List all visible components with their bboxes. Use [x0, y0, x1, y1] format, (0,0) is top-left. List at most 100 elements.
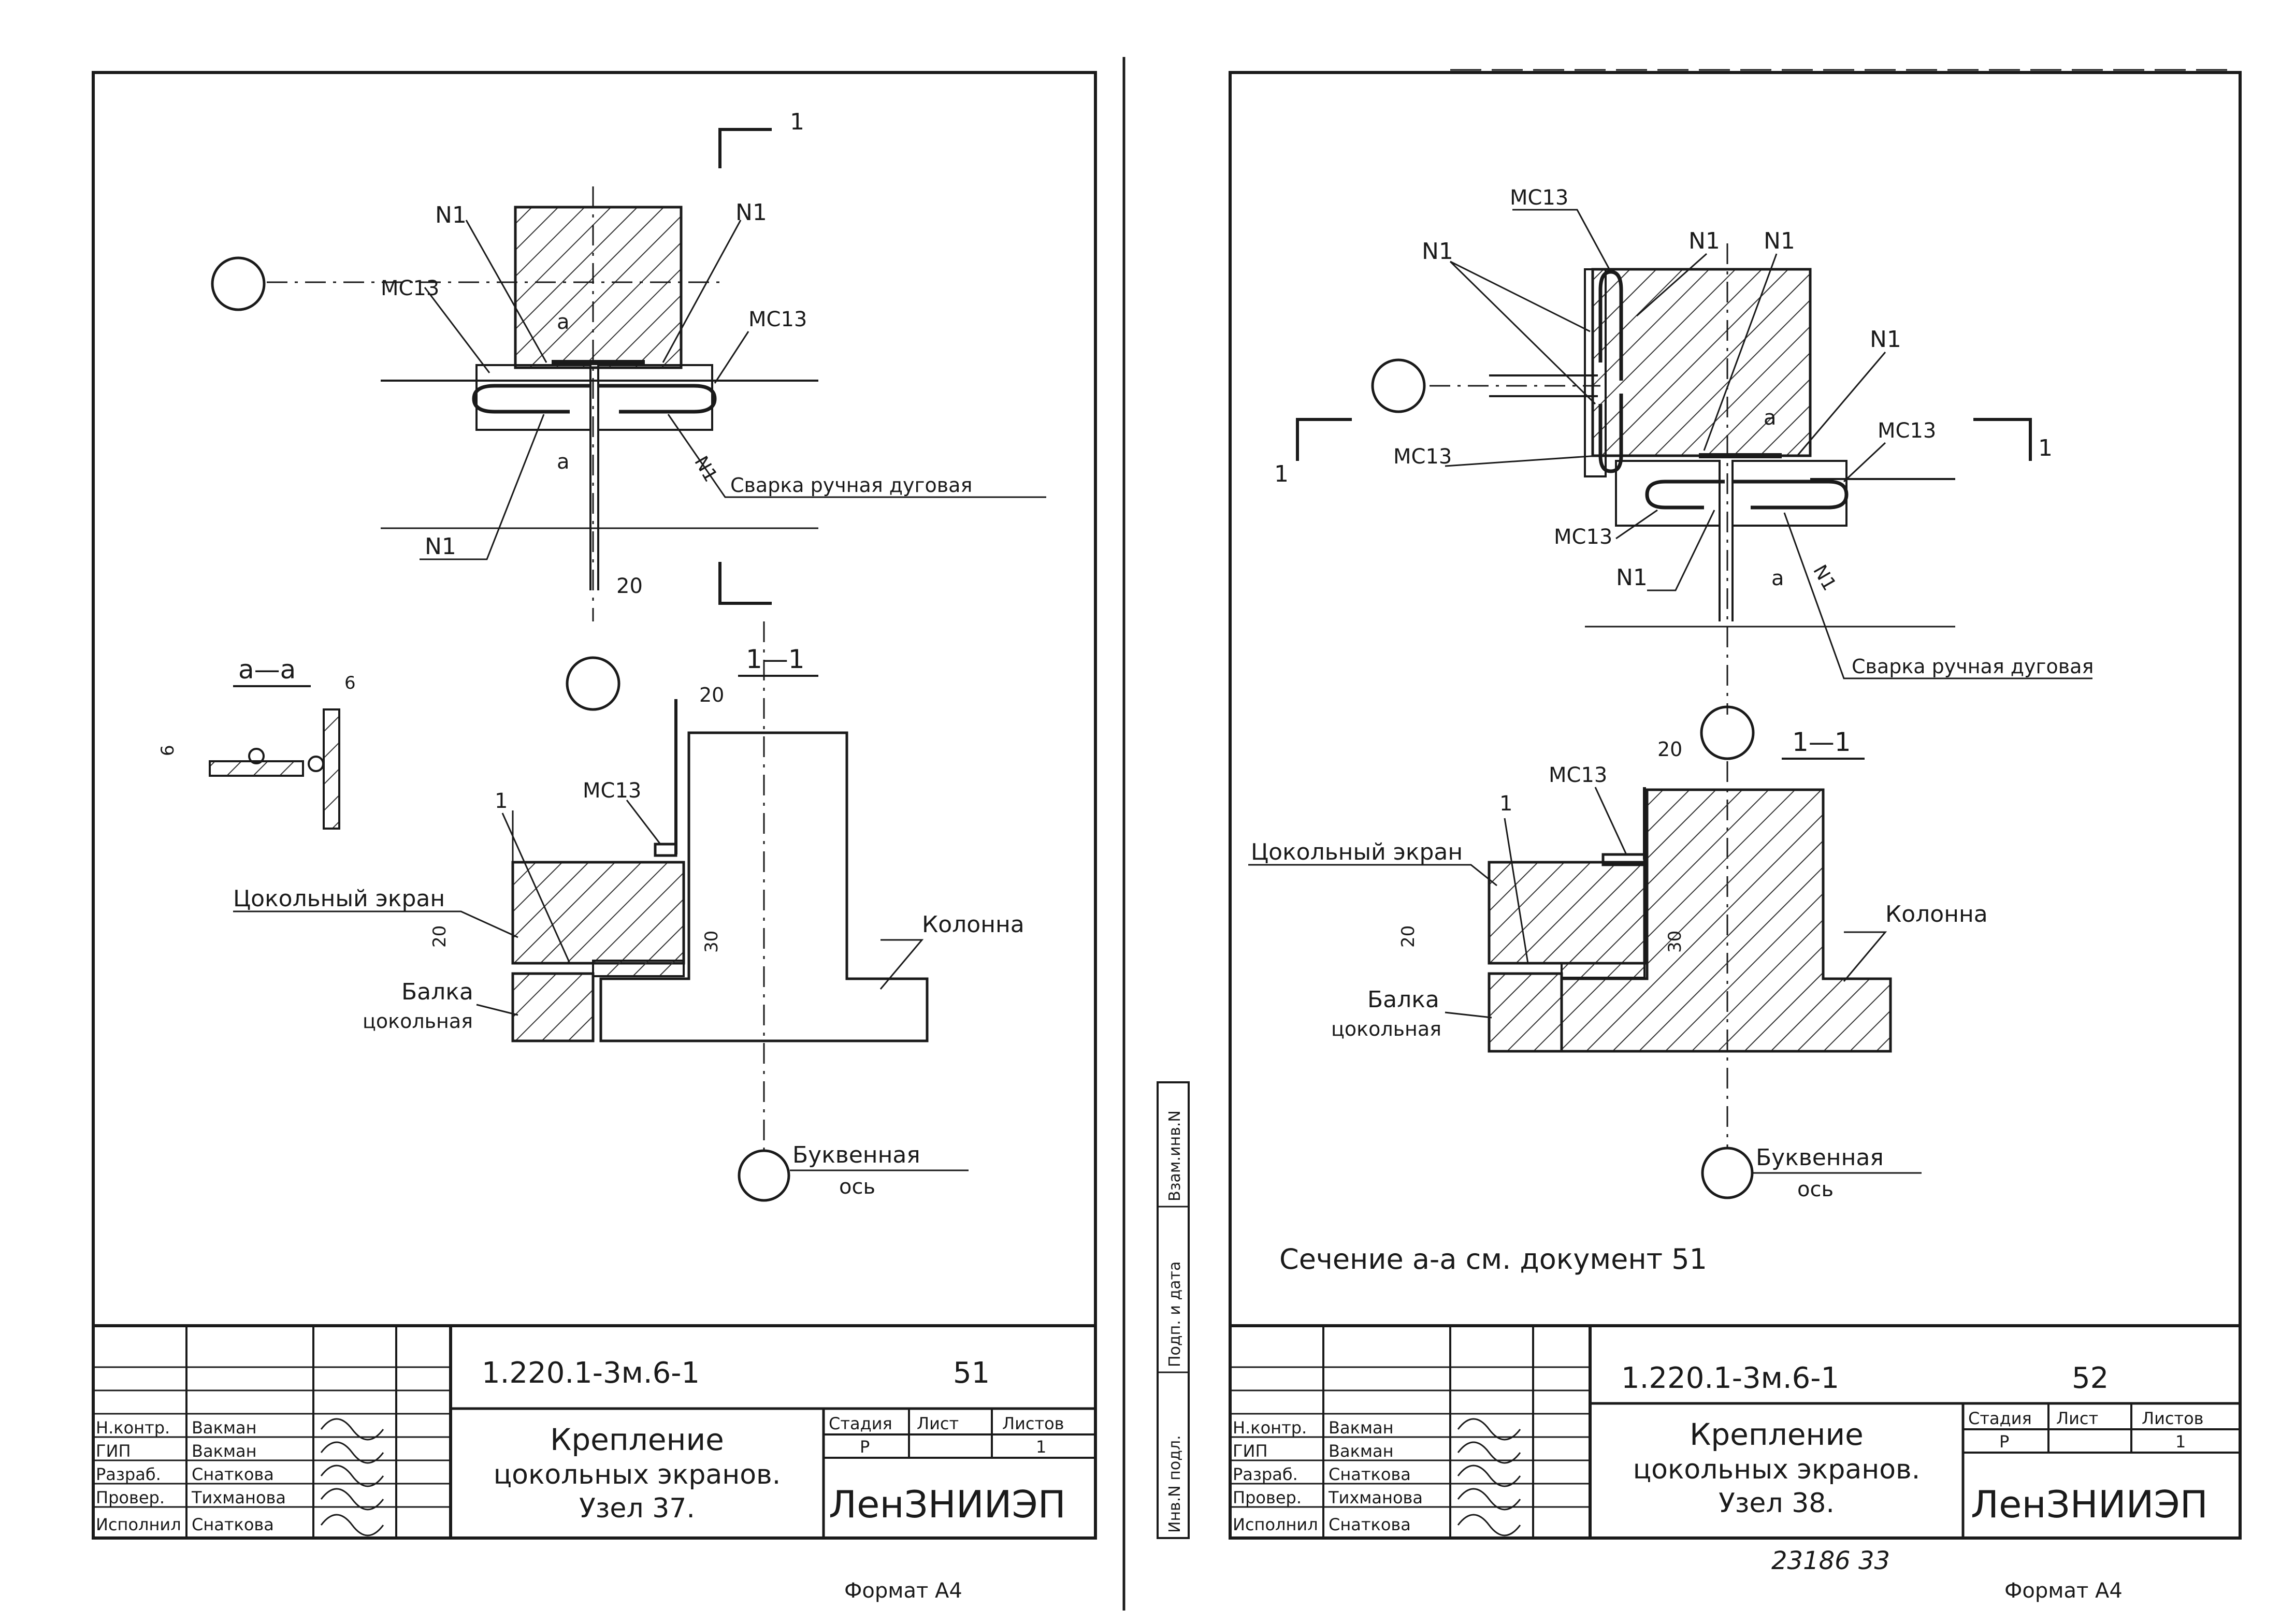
- left-tb-org: ЛенЗНИИЭП: [829, 1483, 1066, 1526]
- left-tb-doc-no: 51: [953, 1356, 990, 1390]
- right-label-beam-1: Балка: [1367, 987, 1439, 1013]
- left-beam-section: [511, 972, 595, 1042]
- left-label-mc13-right: МС13: [748, 308, 807, 331]
- right-tb-org: ЛенЗНИИЭП: [1971, 1483, 2208, 1526]
- left-column-plan: [514, 206, 683, 369]
- right-tb-name: Снаткова: [1329, 1515, 1411, 1534]
- right-tb-signature: [1457, 1441, 1521, 1464]
- left-leader-1: [501, 813, 571, 964]
- right-clip-vertical-bottom: [1598, 394, 1623, 473]
- left-label-axis-1: Буквенная: [792, 1142, 920, 1168]
- right-tb-code: 1.220.1-3м.6-1: [1621, 1361, 1839, 1395]
- right-label-screen: Цокольный экран: [1251, 839, 1463, 865]
- left-aa-plate-vertical: [323, 708, 340, 830]
- right-stamp-text: Подп. и дата: [1166, 1262, 1184, 1367]
- left-tb-name: Вакман: [192, 1418, 257, 1438]
- left-clip-right: [598, 384, 717, 414]
- right-label-beam-2: цокольная: [1331, 1018, 1441, 1040]
- left-frame: [92, 71, 1097, 1540]
- right-tb-role: Провер.: [1233, 1488, 1302, 1507]
- left-tb-signature: [320, 1514, 384, 1536]
- right-label-mc13-bottom: МС13: [1554, 525, 1612, 549]
- right-leader-screen: [1248, 864, 1497, 887]
- right-mortar-bed: [1561, 962, 1646, 979]
- right-label-20-b: 20: [1398, 925, 1419, 948]
- right-label-n1-d: N1: [1870, 326, 1901, 353]
- left-label-beam-2: цокольная: [363, 1010, 473, 1033]
- right-label-n1-b: N1: [1688, 228, 1720, 254]
- right-tb-signature: [1457, 1465, 1521, 1487]
- right-axis-bubble-mid: [1700, 705, 1755, 760]
- right-label-mc13-right: МС13: [1878, 419, 1936, 443]
- left-clip-left: [472, 384, 590, 414]
- right-leader-n1-a2: [1449, 260, 1596, 405]
- right-leader-n1-b: [1636, 253, 1707, 317]
- left-clip-foot: [654, 843, 677, 857]
- right-leader-mc13-bottom: [1615, 509, 1658, 540]
- right-clip-right: [1733, 480, 1849, 510]
- left-label-axis-2: ось: [839, 1175, 875, 1199]
- left-label-6-left: 6: [157, 745, 178, 756]
- left-label-n1-l: N1: [435, 202, 467, 228]
- right-tb-doc-no: 52: [2072, 1361, 2109, 1395]
- left-leader-mc13-section: [626, 800, 661, 845]
- left-tb-role: Исполнил: [96, 1515, 181, 1534]
- left-label-30: 30: [701, 931, 722, 953]
- left-section-mark-top: [718, 128, 772, 168]
- left-label-20-b: 20: [699, 684, 724, 706]
- left-axis-bubble-top: [211, 256, 266, 311]
- left-tb-signature: [320, 1441, 384, 1464]
- right-bottom-numbers: 23186 33: [1771, 1546, 1890, 1575]
- right-stamp-text: Инв.N подл.: [1166, 1435, 1184, 1533]
- left-tb-title-3: Узел 37.: [579, 1493, 695, 1524]
- left-tb-role: ГИП: [96, 1441, 131, 1461]
- left-screen-section: [511, 861, 685, 965]
- right-section-mark-left: [1296, 418, 1352, 461]
- left-axis-bubble-bottom: [738, 1149, 790, 1202]
- right-leader-n1-a1: [1450, 260, 1591, 332]
- left-tb-role: Разраб.: [96, 1465, 161, 1484]
- left-label-20: 20: [616, 574, 643, 598]
- left-tb-sheet-h: Лист: [917, 1414, 959, 1433]
- left-section-mark-bottom: [718, 562, 772, 605]
- right-clip-foot: [1601, 853, 1646, 866]
- left-tb-sheets-v: 1: [1036, 1437, 1046, 1457]
- left-aa-weld-2: [308, 756, 324, 772]
- right-leader-mc13-section: [1594, 787, 1627, 855]
- left-label-n1-bottom: N1: [425, 533, 456, 560]
- right-leader-weld: [1783, 512, 2092, 679]
- right-section-mark-right: [1973, 418, 2032, 461]
- right-label-mc13-left: МС13: [1393, 445, 1452, 469]
- left-tb-name: Тихманова: [191, 1488, 286, 1507]
- right-side-stamp: Инв.N подл. Подп. и дата Взам.инв.N: [1157, 1081, 1190, 1539]
- left-label-section-11: 1—1: [746, 644, 805, 674]
- right-tb-role: Исполнил: [1233, 1515, 1318, 1534]
- left-aa-weld-1: [248, 748, 265, 764]
- left-label-a-bottom: a: [557, 450, 570, 474]
- right-label-n1-diag: N1: [1809, 561, 1840, 594]
- left-tb-signature: [320, 1418, 384, 1441]
- right-section-mark-r-label: 1: [2038, 435, 2053, 461]
- left-label-section-aa: a—a: [238, 655, 296, 685]
- left-leader-column: [879, 939, 924, 990]
- right-stamp-box: [1157, 1081, 1190, 1539]
- right-format: Формат А4: [2004, 1579, 2123, 1603]
- left-label-n1-diag: N1: [690, 453, 721, 486]
- right-tb-sheet-h: Лист: [2056, 1409, 2098, 1428]
- left-leader-n1-bottom: [420, 414, 545, 560]
- right-column-plan: [1591, 268, 1812, 457]
- left-label-n1-r: N1: [735, 199, 767, 226]
- left-tb-stage-v: Р: [860, 1437, 870, 1457]
- left-label-mc13-top: МС13: [381, 277, 439, 300]
- right-tb-sheets-v: 1: [2175, 1432, 2186, 1452]
- left-label-column: Колонна: [922, 911, 1024, 938]
- left-tb-signature: [320, 1465, 384, 1487]
- left-leader-screen: [233, 910, 518, 938]
- right-label-mc13-section: МС13: [1549, 763, 1607, 787]
- right-label-n1-bottom: N1: [1616, 564, 1648, 591]
- right-screen-left: [1584, 268, 1607, 477]
- right-tb-signature: [1457, 1488, 1521, 1511]
- left-tb-sheets-h: Листов: [1002, 1414, 1064, 1433]
